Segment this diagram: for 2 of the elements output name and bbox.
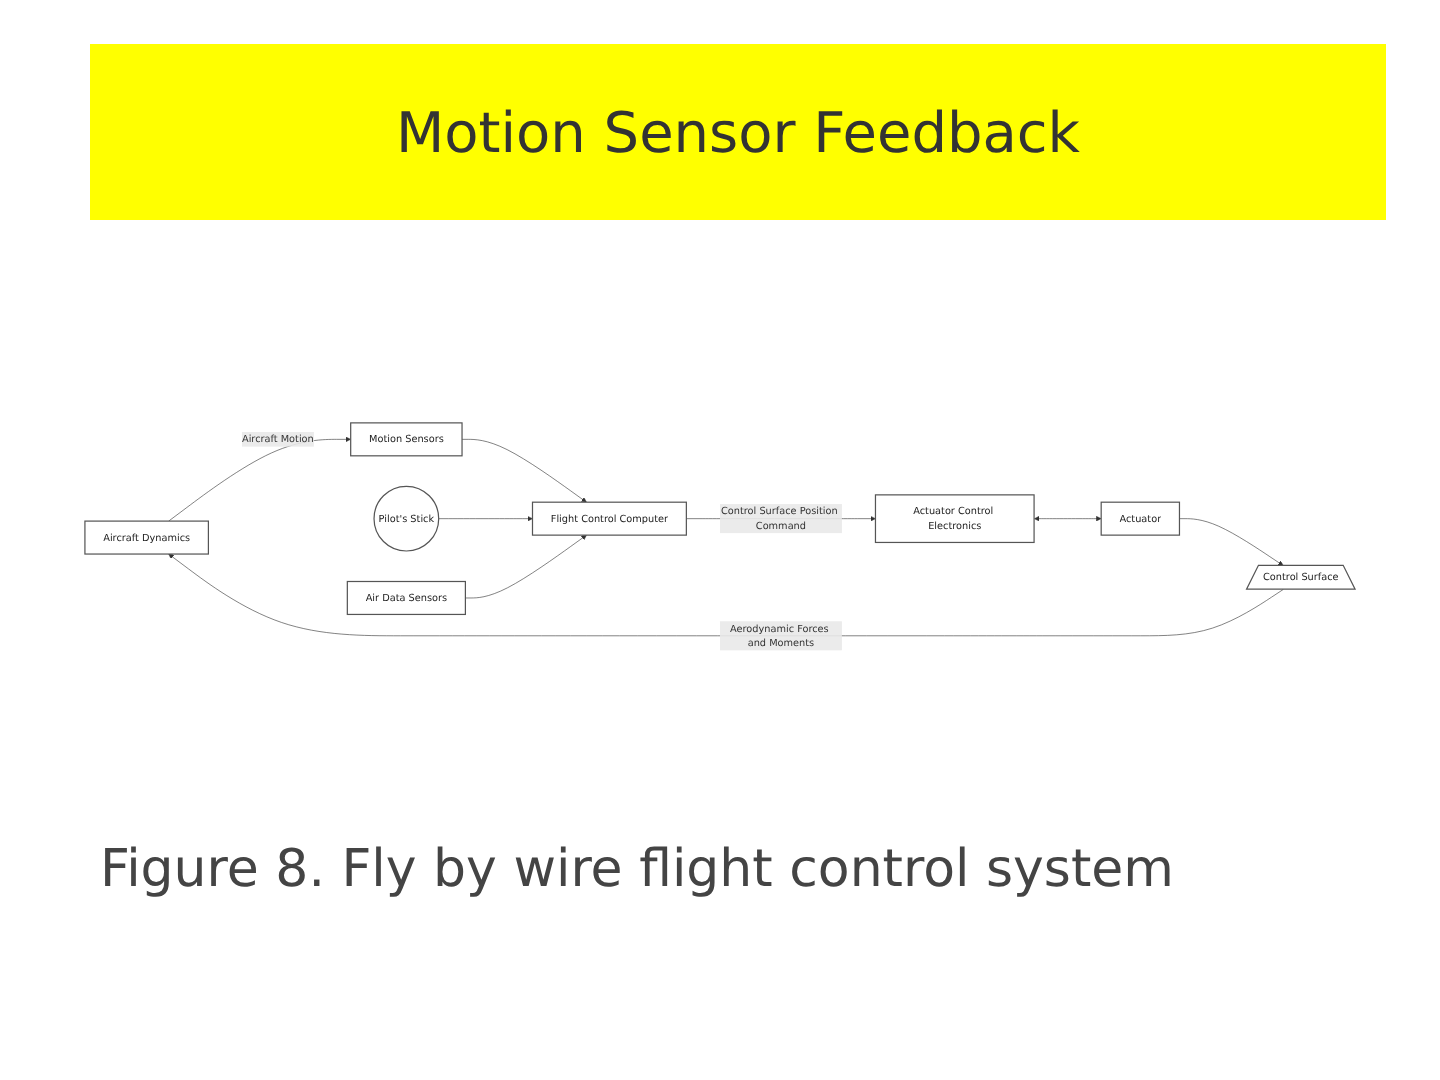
- title-banner: Motion Sensor Feedback: [90, 44, 1386, 220]
- figure-caption: Figure 8. Fly by wire flight control system: [100, 840, 1176, 900]
